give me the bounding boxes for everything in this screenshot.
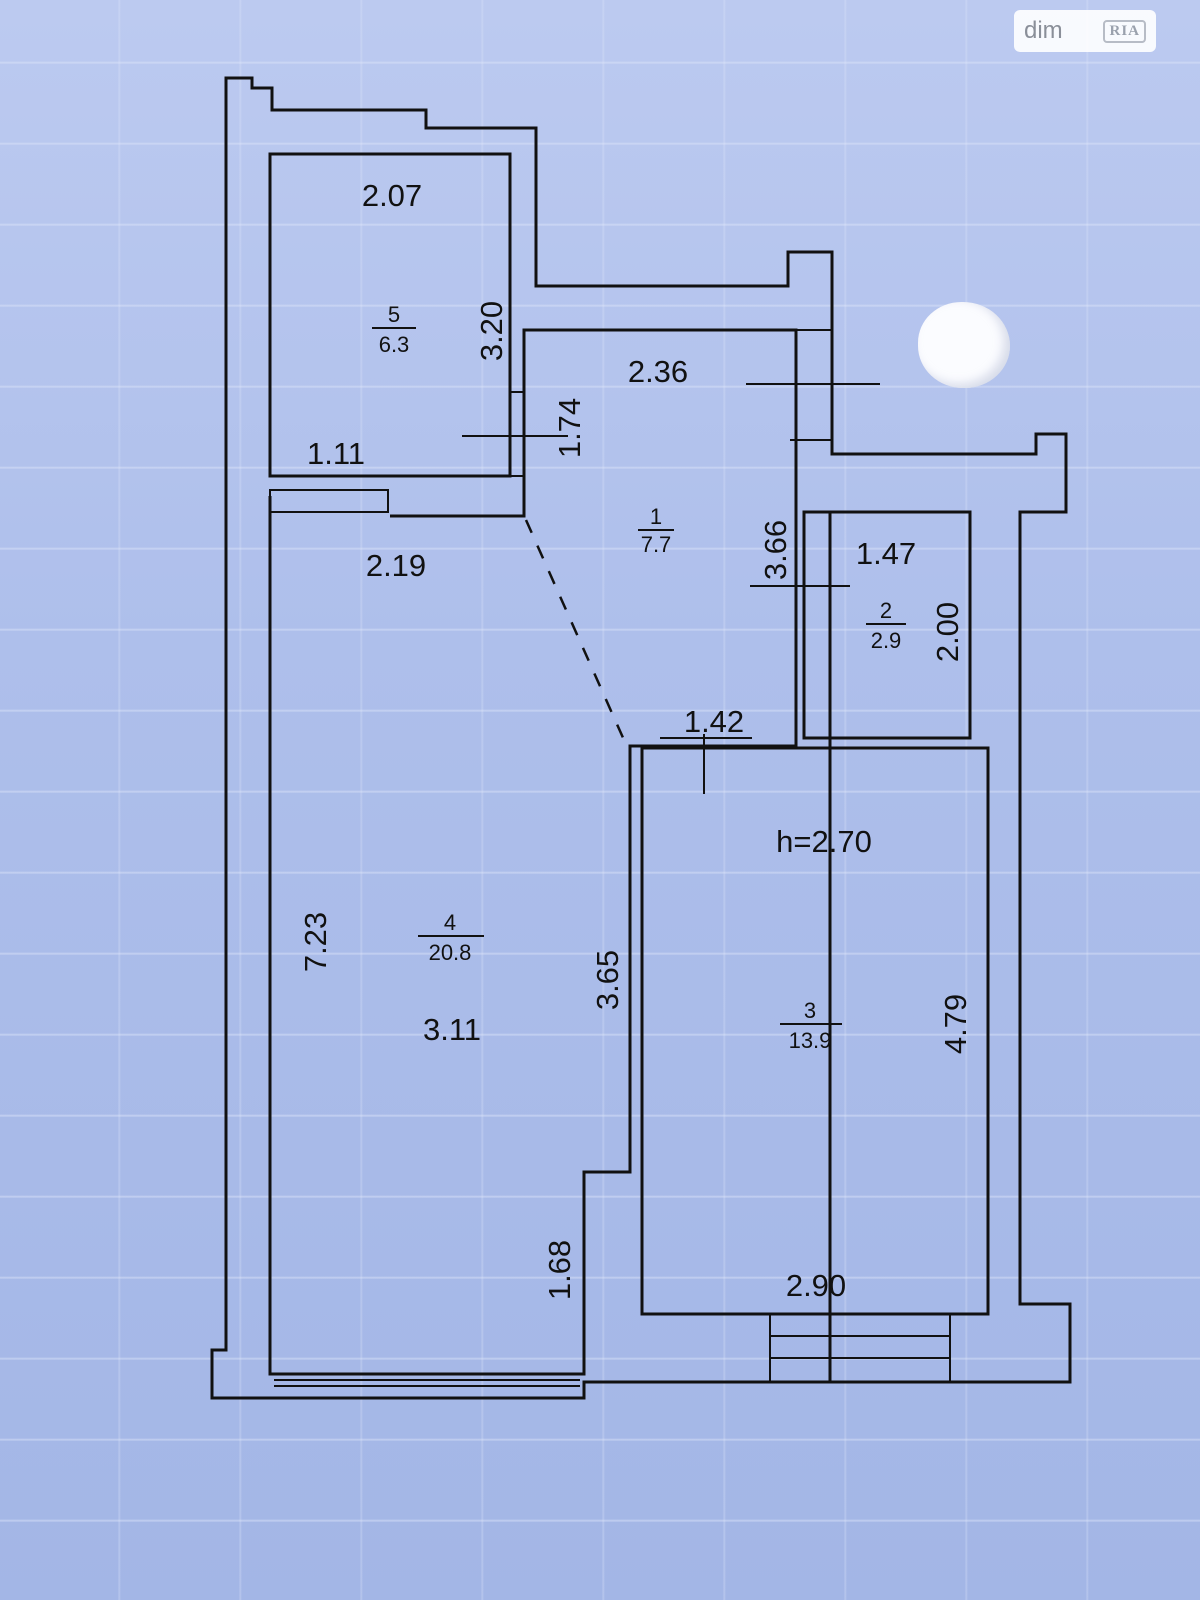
outer-wall (210, 76, 1072, 1400)
dimension-label: 4.79 (938, 994, 973, 1054)
room-area: 2.9 (871, 628, 902, 653)
room-area: 20.8 (429, 940, 472, 965)
cut-marks (462, 383, 880, 794)
room-number: 3 (804, 998, 816, 1023)
room-area: 13.9 (789, 1028, 832, 1053)
dimension-label: 1.42 (684, 704, 744, 739)
door-ticks (510, 391, 524, 477)
dimension-label: 2.00 (930, 602, 965, 662)
overexposed-spot (918, 302, 1010, 388)
dimension-label: 1.47 (856, 536, 916, 571)
room-2-walls (802, 510, 972, 740)
room-area: 6.3 (379, 332, 410, 357)
room-label-2: 2 2.9 (866, 598, 906, 653)
watermark-logo-icon: RIA (1103, 19, 1146, 43)
room-label-3: 3 13.9 (780, 998, 842, 1053)
dimension-label: 3.65 (590, 950, 625, 1010)
dimension-label: 3.20 (474, 301, 509, 361)
door-lintel (660, 737, 752, 749)
room-number: 1 (650, 504, 662, 529)
room-number: 2 (880, 598, 892, 623)
dimension-label: 3.11 (423, 1012, 481, 1047)
zone-boundary-dashed (524, 519, 626, 741)
dimension-label: 1.11 (307, 436, 365, 471)
living-zone-walls (268, 328, 798, 1376)
dimension-label: 2.07 (362, 178, 422, 213)
heater-block (269, 489, 389, 513)
duct-ticks (790, 329, 832, 441)
dimension-label: 2.36 (628, 354, 688, 389)
walls (210, 76, 1072, 1400)
room-area: 7.7 (641, 532, 672, 557)
dimension-label: 2.19 (366, 548, 426, 583)
room-label-4: 4 20.8 (418, 910, 484, 965)
dimension-label: 2.90 (786, 1268, 846, 1303)
window-bottom-left (274, 1373, 580, 1387)
room-3-walls (640, 746, 990, 1316)
room-number: 4 (444, 910, 456, 935)
room-label-5: 5 6.3 (372, 302, 416, 357)
room-label-1: 1 7.7 (638, 504, 674, 557)
ceiling-height-label: h=2.70 (776, 824, 872, 859)
dimension-labels: 2.07 3.20 2.36 1.74 1.11 2.19 3.66 1.47 … (298, 178, 973, 1303)
watermark-brand: dim (1024, 17, 1063, 44)
room-number: 5 (388, 302, 400, 327)
dimension-label: 1.74 (552, 398, 587, 458)
window-bottom-right (769, 1314, 951, 1382)
dimension-label: 7.23 (298, 912, 333, 972)
watermark: dim RIA (1014, 10, 1156, 52)
dimension-label: 1.68 (542, 1240, 577, 1300)
room-5-walls (268, 152, 512, 478)
dimension-label: 3.66 (758, 520, 793, 580)
